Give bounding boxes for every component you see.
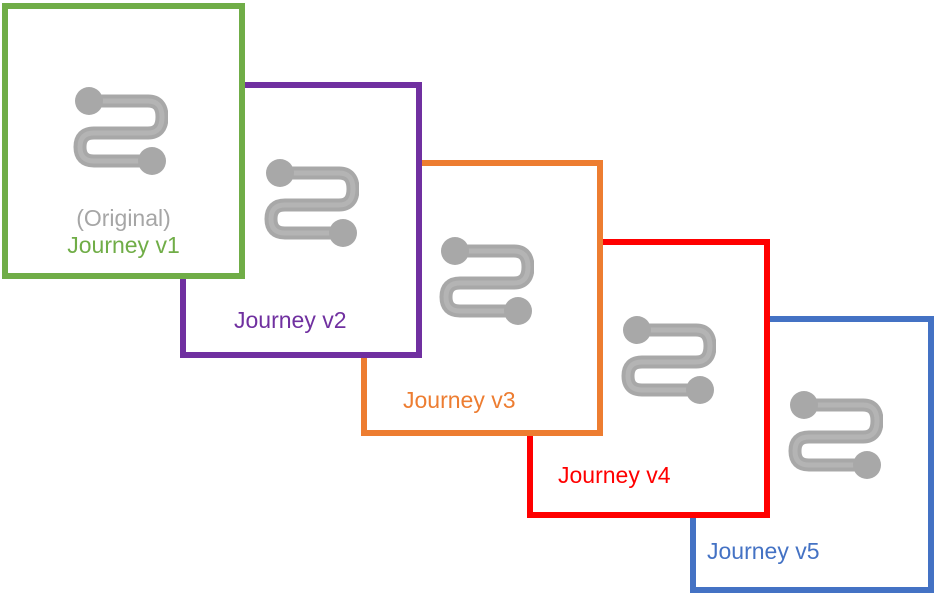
journey-v3-card: Journey v3 [361, 160, 603, 436]
journey-path-icon [72, 83, 168, 179]
journey-v1-label: Journey v1 [67, 232, 180, 258]
original-note: (Original) [76, 205, 171, 231]
journey-path-icon [787, 387, 883, 483]
journey-v5-label: Journey v5 [707, 538, 820, 564]
journey-v2-label: Journey v2 [234, 307, 347, 333]
journey-v4-label: Journey v4 [558, 462, 671, 488]
journey-path-icon [438, 233, 534, 329]
journey-v3-label: Journey v3 [403, 387, 516, 413]
journey-path-icon [263, 155, 359, 251]
journey-path-icon [620, 312, 716, 408]
journey-v1-card: (Original) Journey v1 [2, 3, 245, 279]
